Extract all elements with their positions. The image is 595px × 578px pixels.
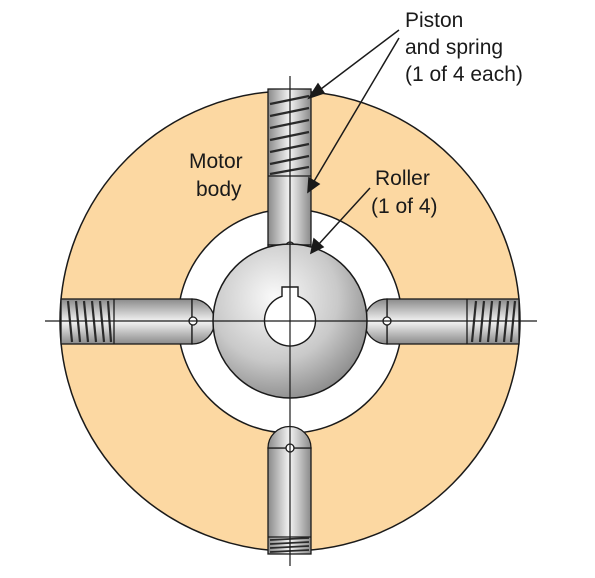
label-roller-line1: Roller: [375, 167, 430, 190]
label-motor-line2: body: [196, 178, 242, 201]
leader-lines: [307, 29, 400, 255]
label-piston-line1: Piston: [405, 9, 463, 32]
label-motor-line1: Motor: [189, 150, 243, 173]
label-roller-line2: (1 of 4): [371, 195, 438, 218]
label-piston-line3: (1 of 4 each): [405, 63, 523, 86]
center-lines: [45, 76, 537, 566]
label-piston-line2: and spring: [405, 36, 503, 59]
